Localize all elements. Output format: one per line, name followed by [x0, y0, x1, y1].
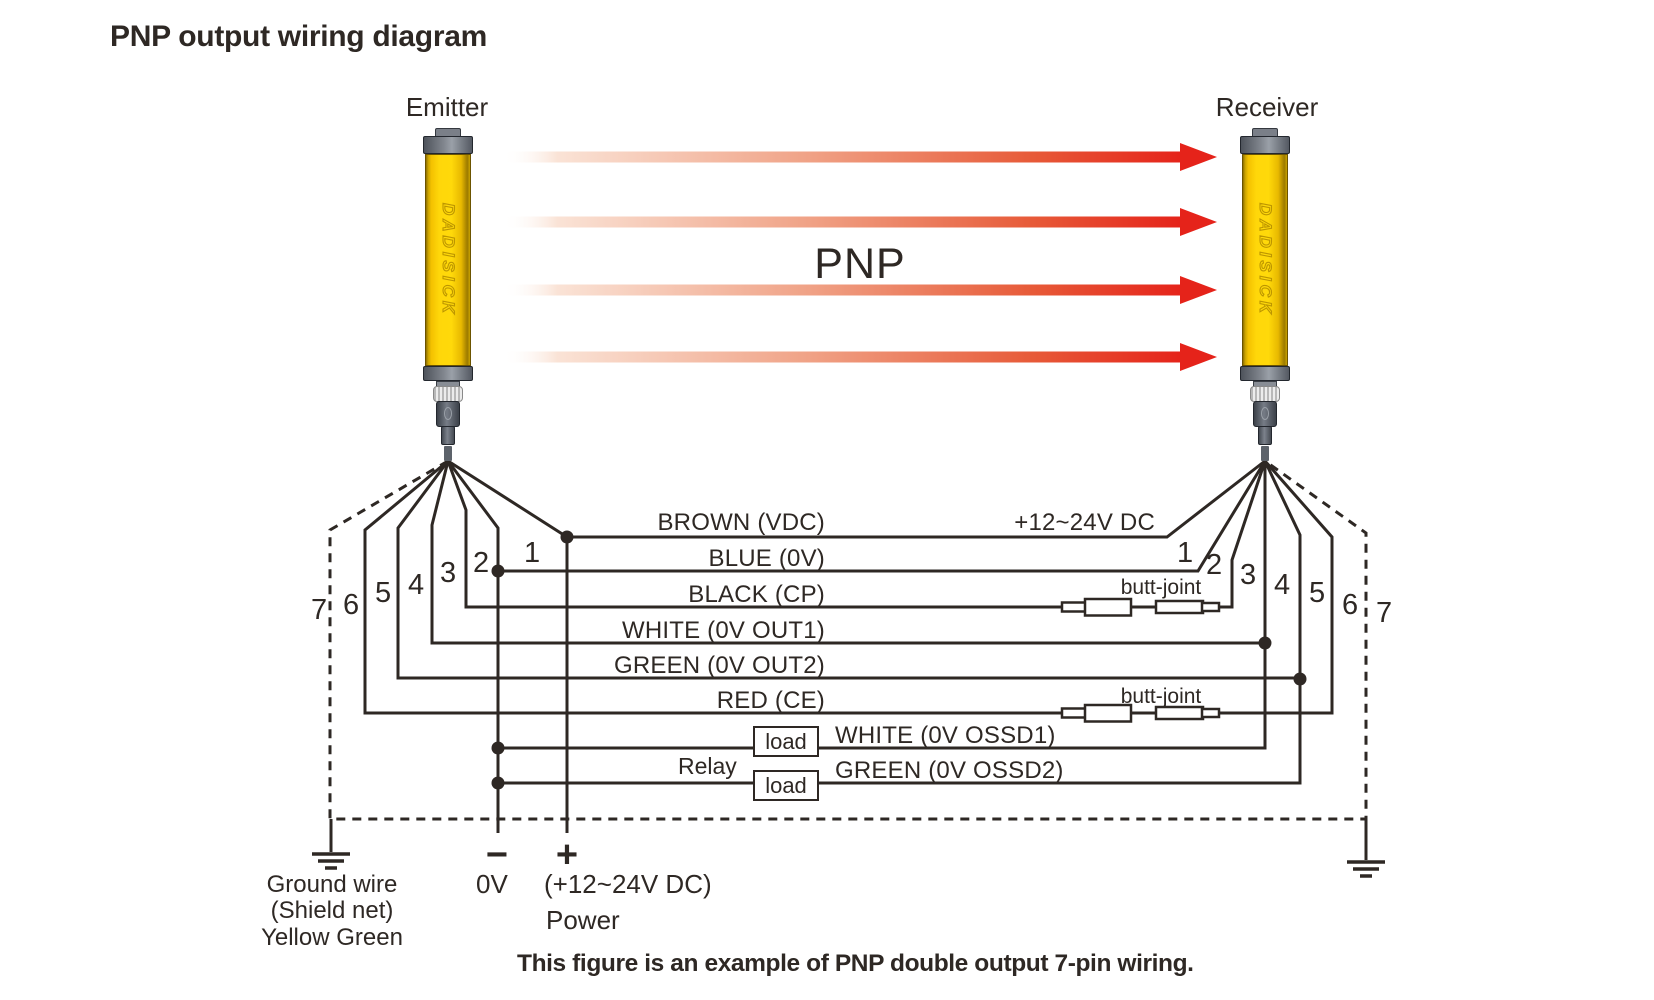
emitter-connector: [436, 401, 460, 427]
emitter-connector-window: [444, 407, 452, 420]
emitter-connector-tip: [441, 426, 455, 445]
ground-symbol-left: [312, 852, 350, 870]
butt-joint-connector-top: [1060, 597, 1221, 617]
emitter-pin-3: 3: [440, 557, 457, 589]
load-box-ossd2: load: [753, 770, 819, 801]
wire-label-brown: BROWN (VDC): [657, 509, 825, 536]
emitter-top-cap: [423, 136, 473, 154]
junction-dots: [491, 530, 1307, 790]
receiver-body: DADISICK: [1242, 154, 1288, 366]
wire-0v-drop: [446, 460, 500, 833]
wire-green-out2: [396, 460, 1300, 680]
receiver-connector: [1253, 401, 1277, 427]
relay-label: Relay: [678, 753, 737, 779]
receiver-label: Receiver: [1215, 92, 1319, 122]
ground-note-line1: Ground wire: [266, 871, 398, 898]
emitter-label: Emitter: [405, 92, 489, 122]
receiver-pin-5: 5: [1309, 577, 1326, 609]
wire-shield-dashed: [328, 459, 1368, 821]
emitter-device: DADISICK: [422, 128, 474, 468]
minus-symbol: −: [485, 834, 509, 876]
butt-joint-label-top: butt-joint: [1120, 576, 1202, 599]
voltage-range-label: (+12~24V DC): [544, 869, 712, 899]
receiver-pin-6: 6: [1342, 589, 1359, 621]
wire-label-black: BLACK (CP): [688, 581, 825, 608]
receiver-pin-2: 2: [1206, 549, 1223, 581]
zero-volt-label: 0V: [476, 869, 508, 899]
ground-note-line2: (Shield net): [270, 897, 394, 924]
wire-white-out1: [430, 460, 1265, 645]
emitter-pin-6: 6: [343, 589, 360, 621]
receiver-brand-text: DADISICK: [1255, 202, 1275, 318]
butt-joint-label-bottom: butt-joint: [1120, 685, 1202, 708]
butt-joint-connector-bottom: [1060, 703, 1221, 723]
emitter-cable-stub: [444, 446, 452, 461]
emitter-cable-nut: [433, 386, 463, 402]
receiver-connector-tip: [1258, 426, 1272, 445]
ground-note-line3: Yellow Green: [261, 924, 403, 951]
load-box-ossd1: load: [753, 726, 819, 757]
beam-arrows: [503, 143, 1217, 371]
supply-voltage-label: +12~24V DC: [1014, 509, 1155, 536]
emitter-brand-text: DADISICK: [438, 202, 458, 318]
receiver-cable-stub: [1261, 446, 1269, 461]
receiver-connector-window: [1261, 407, 1269, 420]
figure-caption: This figure is an example of PNP double …: [517, 950, 1194, 977]
emitter-pin-2: 2: [473, 547, 490, 579]
receiver-pin-1: 1: [1177, 537, 1194, 569]
receiver-cable-nut: [1250, 386, 1280, 402]
receiver-pin-7: 7: [1376, 597, 1393, 629]
wire-black-cp: [446, 460, 1267, 609]
receiver-top-cap: [1240, 136, 1290, 154]
wire-blue-0v: [498, 460, 1267, 573]
wire-red-ce: [363, 459, 1334, 715]
page-title: PNP output wiring diagram: [110, 20, 487, 53]
emitter-pin-1: 1: [524, 537, 541, 569]
wire-label-blue: BLUE (0V): [708, 545, 825, 572]
emitter-pin-5: 5: [375, 577, 392, 609]
receiver-bottom-cap: [1240, 366, 1290, 381]
receiver-pin-4: 4: [1274, 569, 1291, 601]
wire-label-white-out1: WHITE (0V OUT1): [621, 617, 825, 644]
wire-label-red-ce: RED (CE): [716, 687, 825, 714]
plus-symbol: +: [555, 834, 579, 876]
receiver-pin-3: 3: [1240, 559, 1257, 591]
emitter-body: DADISICK: [425, 154, 471, 366]
emitter-bottom-cap: [423, 366, 473, 381]
wire-brown-vdc: [447, 459, 1266, 539]
receiver-device: DADISICK: [1239, 128, 1291, 468]
wire-green-ossd2: [498, 460, 1302, 785]
beam-type-label: PNP: [814, 240, 906, 288]
wire-label-green-out2: GREEN (0V OUT2): [613, 652, 825, 679]
emitter-pin-7: 7: [311, 594, 328, 626]
wire-label-green-ossd2: GREEN (0V OSSD2): [835, 757, 1064, 784]
power-label: Power: [546, 905, 620, 935]
emitter-pin-4: 4: [408, 569, 425, 601]
load-label-ossd2: load: [765, 772, 807, 798]
wire-label-white-ossd1: WHITE (0V OSSD1): [835, 722, 1056, 749]
ground-symbol-right: [1347, 860, 1385, 878]
load-label-ossd1: load: [765, 728, 807, 754]
